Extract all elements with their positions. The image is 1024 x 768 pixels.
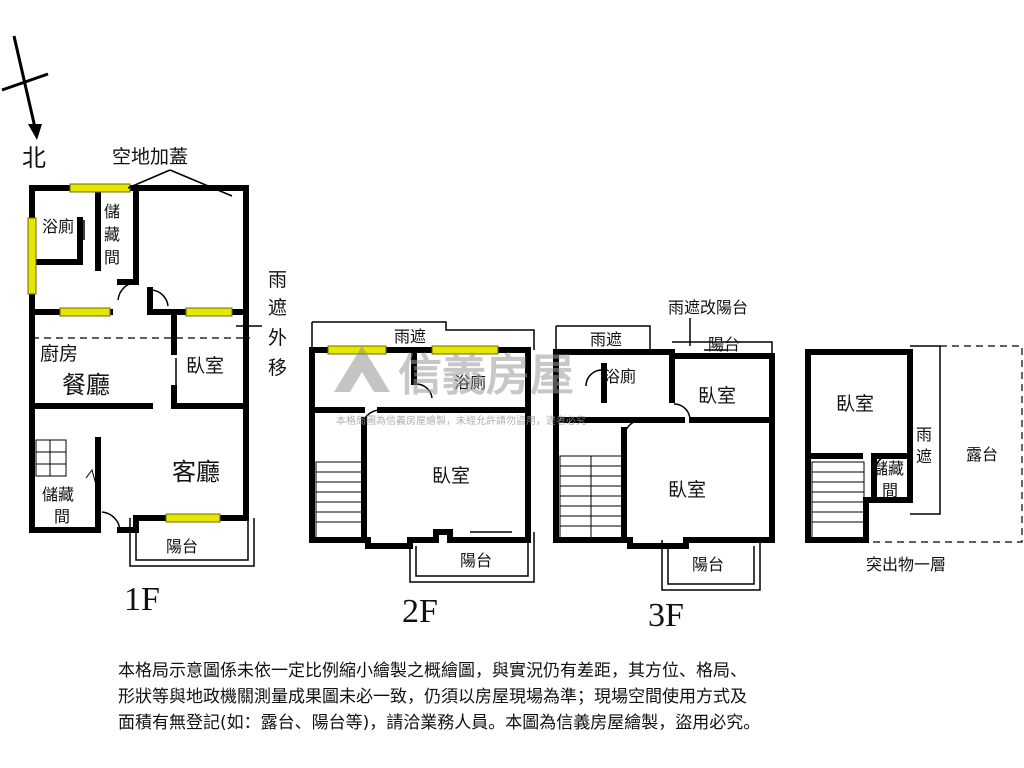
label-3f-balcony-bottom: 陽台 [692, 555, 724, 574]
svg-text:間: 間 [104, 248, 120, 267]
svg-text:外: 外 [268, 327, 287, 349]
label-roof-terrace: 露台 [966, 445, 998, 464]
label-2f-awning: 雨遮 [394, 327, 426, 346]
svg-text:遮: 遮 [916, 447, 932, 466]
floor-label-1f: 1F [124, 581, 160, 618]
north-arrow-icon [1, 35, 49, 140]
label-1f-added-structure: 空地加蓋 [112, 146, 188, 168]
label-2f-balcony: 陽台 [460, 551, 492, 570]
label-3f-awning-to-balcony: 雨遮改陽台 [668, 298, 748, 317]
floor-roof [805, 345, 1023, 543]
disclaimer-line: 本格局示意圖係未依一定比例縮小繪製之概繪圖，與實況仍有差距，其方位、格局、 [118, 661, 747, 681]
label-1f-bath: 浴廁 [42, 217, 74, 236]
label-1f-balcony: 陽台 [166, 537, 198, 556]
watermark-notice: 本格局圖為信義房屋繪製，未經允許請勿盜用，違者必究 [336, 414, 586, 427]
floor-1f [27, 169, 262, 567]
floor-label-roof: 突出物一層 [866, 555, 946, 574]
svg-text:間: 間 [882, 481, 898, 500]
label-2f-bath: 浴廁 [454, 373, 486, 392]
label-1f-living: 客廳 [172, 458, 220, 486]
disclaimer-line: 形狀等與地政機關測量成果圖未必一致，仍須以房屋現場為準；現場空間使用方式及 [118, 687, 747, 707]
label-roof-bedroom: 臥室 [836, 393, 874, 415]
floor-3f [553, 318, 775, 591]
label-1f-storage-top: 儲 藏 間 [104, 202, 120, 267]
floor-plan-drawing: 北 [1, 35, 1023, 634]
floor-label-3f: 3F [648, 597, 684, 634]
disclaimer-text: 本格局示意圖係未依一定比例縮小繪製之概繪圖，與實況仍有差距，其方位、格局、 形狀… [118, 658, 918, 736]
floor-2f [309, 321, 535, 583]
label-roof-storage: 儲藏 間 [872, 459, 904, 500]
svg-text:雨: 雨 [268, 269, 287, 291]
watermark-brand: 信義房屋 [398, 350, 574, 401]
label-roof-awning: 雨 遮 [916, 425, 932, 466]
label-3f-bath: 浴廁 [604, 367, 636, 386]
svg-text:間: 間 [54, 507, 70, 526]
label-3f-bedroom-main: 臥室 [668, 479, 706, 501]
svg-text:儲: 儲 [104, 202, 120, 221]
svg-text:遮: 遮 [268, 297, 287, 319]
watermark-logo: 信義房屋 本格局圖為信義房屋繪製，未經允許請勿盜用，違者必究 [334, 346, 586, 427]
svg-text:儲藏: 儲藏 [872, 459, 904, 478]
svg-text:儲藏: 儲藏 [42, 485, 74, 504]
label-1f-bedroom: 臥室 [186, 355, 224, 377]
floor-label-2f: 2F [402, 593, 438, 630]
label-1f-awning-moved: 雨 遮 外 移 [268, 269, 287, 379]
svg-text:雨: 雨 [916, 425, 932, 444]
north-label: 北 [22, 144, 46, 172]
label-3f-balcony-top: 陽台 [708, 335, 740, 354]
label-3f-bedroom-top: 臥室 [698, 385, 736, 407]
label-1f-dining: 餐廳 [62, 371, 110, 399]
label-3f-awning: 雨遮 [590, 330, 622, 349]
watermark-house-icon [334, 346, 390, 392]
svg-text:藏: 藏 [104, 225, 120, 244]
disclaimer-line: 面積有無登記(如：露台、陽台等)，請洽業務人員。本圖為信義房屋繪製，盜用必究。 [118, 713, 761, 733]
label-1f-storage-bottom: 儲藏 間 [42, 485, 74, 526]
label-2f-bedroom: 臥室 [432, 465, 470, 487]
label-1f-kitchen: 廚房 [40, 342, 78, 365]
svg-text:移: 移 [268, 357, 287, 379]
